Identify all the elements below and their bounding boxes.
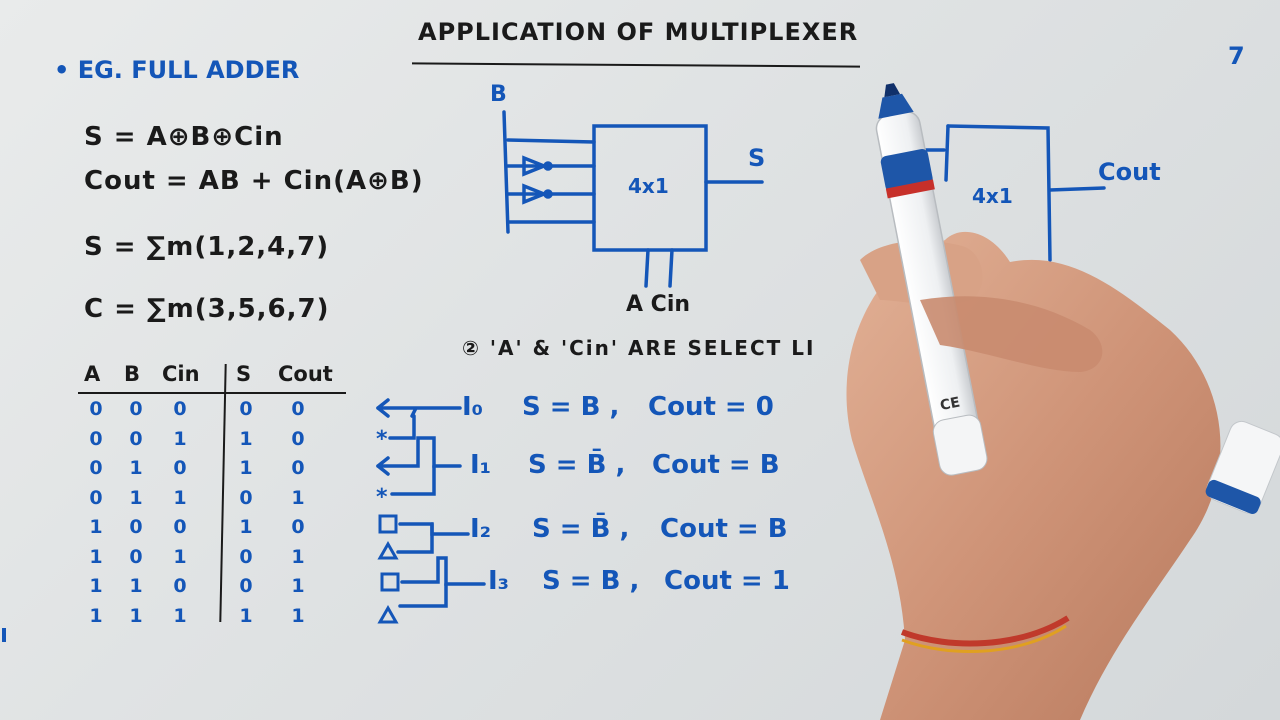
triangle-marker-1	[377, 540, 399, 560]
input-i2-cout: Cout = B	[660, 514, 788, 544]
table-cell: 1	[173, 428, 187, 450]
page-number: 7	[1228, 42, 1245, 70]
table-cell: 1	[89, 516, 103, 538]
input-i3-line: I₃	[488, 566, 510, 596]
select-lines-note: ② 'A' & 'Cin' ARE SELECT LI	[462, 336, 816, 360]
triangle-marker-2	[377, 604, 399, 624]
mux-carry-block-label: 4x1	[972, 184, 1013, 208]
input-i1-cout: Cout = B	[652, 450, 780, 480]
table-cell: 0	[173, 575, 187, 597]
input-i1-line: I₁	[470, 450, 492, 480]
input-i0-sum: S = B ,	[522, 392, 620, 422]
inverter-1	[522, 155, 549, 177]
input-i1-sum: S = B̄ ,	[528, 450, 626, 480]
table-cell: 0	[129, 428, 143, 450]
table-cell: 1	[291, 487, 305, 509]
table-cell: 1	[173, 546, 187, 568]
star-marker-2: *	[376, 485, 388, 510]
mux-carry-output-wire	[1048, 186, 1106, 192]
col-header-cout: Cout	[278, 362, 333, 386]
table-cell: 0	[129, 516, 143, 538]
mux-carry-output-label: Cout	[1098, 158, 1161, 186]
i2-bracket	[398, 522, 470, 536]
example-heading: • EG. FULL ADDER	[54, 56, 300, 84]
table-cell: 0	[173, 516, 187, 538]
sum-minterms: S = ∑m(1,2,4,7)	[84, 232, 330, 262]
table-cell: 0	[173, 457, 187, 479]
table-cell: 0	[291, 398, 305, 420]
table-cell: 1	[291, 575, 305, 597]
input-i0-line: I₀	[462, 392, 484, 422]
col-header-cin: Cin	[162, 362, 200, 386]
carry-minterms: C = ∑m(3,5,6,7)	[84, 294, 330, 324]
star-marker-1: *	[376, 427, 388, 452]
mux-sum-input-bus	[502, 110, 510, 234]
table-cell: 0	[89, 457, 103, 479]
mux-sum-select-label: A Cin	[626, 292, 691, 317]
svg-text:CE: CE	[939, 395, 962, 414]
square-marker-1	[378, 514, 398, 534]
table-cell: 0	[239, 546, 253, 568]
thumb	[860, 240, 983, 305]
table-cell: 0	[173, 398, 187, 420]
table-cell: 1	[239, 605, 253, 627]
table-cell: 1	[291, 546, 305, 568]
mux-carry-select-label: A	[966, 316, 982, 340]
table-cell: 0	[89, 398, 103, 420]
col-header-a: A	[84, 362, 101, 386]
table-cell: 0	[239, 575, 253, 597]
i0-arrow	[376, 406, 462, 418]
table-cell: 1	[291, 605, 305, 627]
table-header-rule	[78, 392, 346, 394]
table-cell: 1	[239, 457, 253, 479]
bracelet	[900, 615, 1070, 647]
table-cell: 0	[239, 398, 253, 420]
i3-bracket	[400, 556, 486, 586]
table-cell: 1	[239, 428, 253, 450]
input-i3-cout: Cout = 1	[664, 566, 790, 596]
input-i0-cout: Cout = 0	[648, 392, 774, 422]
table-cell: 1	[129, 605, 143, 627]
title-underline	[411, 62, 861, 68]
table-cell: 0	[291, 516, 305, 538]
table-cell: 1	[89, 575, 103, 597]
input-i2-line: I₂	[470, 514, 492, 544]
input-i2-sum: S = B̄ ,	[532, 514, 630, 544]
square-marker-2	[380, 572, 400, 592]
table-cell: 0	[239, 487, 253, 509]
table-cell: 0	[291, 428, 305, 450]
table-cell: 0	[291, 457, 305, 479]
marker: CE	[875, 83, 988, 476]
mux-sum-input-label: B	[490, 82, 507, 107]
table-cell: 1	[129, 457, 143, 479]
marker-cap	[1205, 420, 1280, 514]
table-cell: 1	[129, 487, 143, 509]
mux-sum-block-label: 4x1	[628, 174, 669, 198]
sum-xor-equation: S = A⊕B⊕Cin	[84, 122, 284, 152]
table-cell: 0	[89, 487, 103, 509]
i1-arrow	[376, 436, 462, 468]
fingers	[920, 296, 1103, 372]
table-cell: 0	[129, 546, 143, 568]
table-cell: 1	[173, 605, 187, 627]
table-cell: 1	[129, 575, 143, 597]
board-title: APPLICATION OF MULTIPLEXER	[418, 18, 859, 46]
table-cell: 1	[89, 546, 103, 568]
edge-mark	[2, 628, 6, 642]
table-cell: 0	[129, 398, 143, 420]
table-cell: 0	[89, 428, 103, 450]
input-i3-sum: S = B ,	[542, 566, 640, 596]
col-header-b: B	[124, 362, 141, 386]
table-cell: 1	[89, 605, 103, 627]
mux-sum-output-label: S	[748, 144, 766, 172]
carry-equation: Cout = AB + Cin(A⊕B)	[84, 166, 424, 196]
table-cell: 1	[239, 516, 253, 538]
col-header-s: S	[236, 362, 252, 386]
inverter-2	[522, 183, 549, 205]
table-cell: 1	[173, 487, 187, 509]
hand	[846, 231, 1221, 720]
